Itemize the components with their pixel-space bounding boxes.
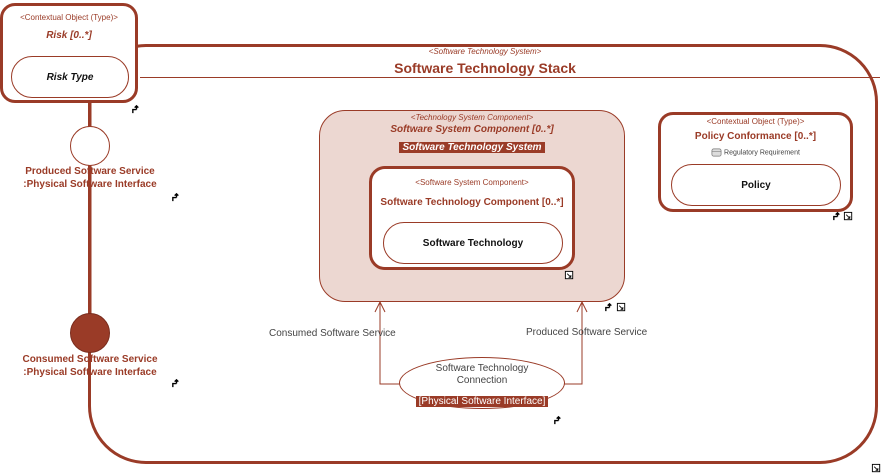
connection-tag-wrap: [Physical Software Interface]	[399, 391, 565, 409]
tsc-title: Software System Component [0..*]	[390, 124, 554, 135]
policy-title: Policy Conformance [0..*]	[694, 131, 817, 142]
navigate-arrow-icon[interactable]	[604, 302, 615, 313]
tsc-tag-wrap: Software Technology System	[319, 137, 625, 155]
connection-line2: Connection	[456, 375, 508, 386]
requirement-icon	[711, 148, 722, 157]
produced-connector	[561, 302, 583, 385]
policy-requirement-row: Regulatory Requirement	[661, 147, 850, 158]
subdiagram-icon[interactable]	[871, 463, 882, 474]
policy-pill[interactable]: Policy	[671, 164, 841, 206]
navigate-arrow-icon[interactable]	[171, 192, 182, 203]
stack-title: Software Technology Stack	[394, 60, 576, 76]
consumed-connector-label: Consumed Software Service	[269, 328, 396, 339]
policy-conformance-box[interactable]: <Contextual Object (Type)> Policy Confor…	[658, 112, 853, 212]
navigate-arrow-icon[interactable]	[832, 211, 843, 222]
risk-box[interactable]: <Contextual Object (Type)> Risk [0..*] R…	[0, 3, 138, 103]
ssc-title: Software Technology Component [0..*]	[380, 197, 564, 208]
produced-port[interactable]	[70, 126, 110, 166]
produced-connector-label: Produced Software Service	[526, 327, 648, 338]
stack-header-divider	[140, 77, 880, 78]
produced-port-label-line2: :Physical Software Interface	[23, 179, 157, 190]
consumed-connector	[379, 302, 404, 385]
tsc-tag: Software Technology System	[399, 142, 545, 153]
risk-stereotype: <Contextual Object (Type)>	[20, 13, 118, 22]
consumed-port[interactable]	[70, 313, 110, 353]
consumed-port-label: Consumed Software Service :Physical Soft…	[2, 353, 178, 379]
subdiagram-icon[interactable]	[564, 270, 575, 281]
navigate-arrow-icon[interactable]	[131, 104, 142, 115]
subdiagram-icon[interactable]	[616, 302, 627, 313]
produced-port-label: Produced Software Service :Physical Soft…	[2, 165, 178, 191]
software-technology-stack[interactable]	[88, 44, 878, 464]
navigate-arrow-icon[interactable]	[553, 415, 564, 426]
connection-tag: [Physical Software Interface]	[415, 396, 549, 407]
navigate-arrow-icon[interactable]	[171, 378, 182, 389]
consumed-port-label-line2: :Physical Software Interface	[23, 367, 157, 378]
risk-title: Risk [0..*]	[46, 30, 92, 41]
connection-line1: Software Technology	[435, 363, 529, 374]
stack-stereotype: <Software Technology System>	[428, 47, 542, 56]
risk-type-pill[interactable]: Risk Type	[11, 56, 129, 98]
consumed-arrowhead	[374, 300, 386, 313]
policy-stereotype: <Contextual Object (Type)>	[706, 117, 805, 126]
produced-port-label-line1: Produced Software Service	[25, 166, 155, 177]
subdiagram-icon[interactable]	[843, 211, 854, 222]
software-system-component[interactable]: <Software System Component> Software Tec…	[369, 166, 575, 270]
consumed-port-label-line1: Consumed Software Service	[22, 354, 158, 365]
tsc-stereotype: <Technology System Component>	[410, 113, 534, 122]
policy-requirement-label: Regulatory Requirement	[724, 149, 800, 157]
produced-arrowhead	[576, 300, 588, 313]
software-technology-pill[interactable]: Software Technology	[383, 222, 563, 264]
ssc-stereotype: <Software System Component>	[415, 178, 529, 187]
